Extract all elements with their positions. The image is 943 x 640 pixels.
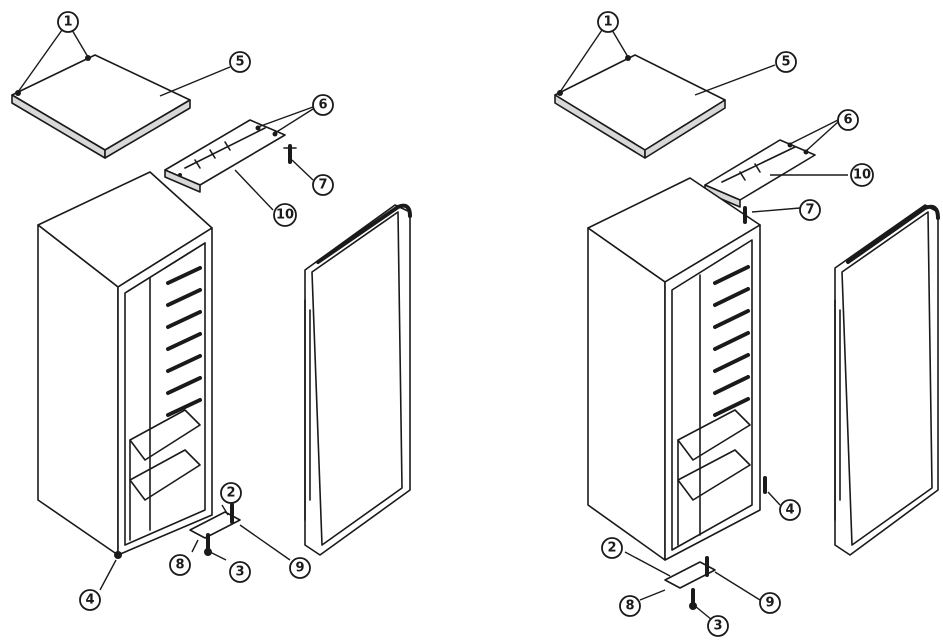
callout-9: 9 bbox=[289, 557, 311, 579]
callout-4: 4 bbox=[79, 589, 101, 611]
callout-3: 3 bbox=[707, 615, 729, 637]
right-assembly: 1 5 6 10 7 4 2 8 bbox=[554, 11, 940, 637]
callout-1: 1 bbox=[57, 11, 79, 33]
callout-1: 1 bbox=[597, 11, 619, 33]
bottom-hinge-right bbox=[664, 556, 716, 610]
callout-10: 10 bbox=[273, 203, 297, 227]
cabinet-right bbox=[587, 177, 767, 561]
callout-5: 5 bbox=[775, 51, 797, 73]
hinge-cover-right bbox=[704, 139, 816, 208]
callout-label: 7 bbox=[805, 203, 814, 218]
callout-label: 1 bbox=[63, 15, 72, 30]
callout-label: 9 bbox=[765, 596, 774, 611]
callout-5: 5 bbox=[229, 51, 251, 73]
callout-label: 2 bbox=[607, 541, 616, 556]
callout-2: 2 bbox=[601, 537, 623, 559]
callout-9: 9 bbox=[759, 592, 781, 614]
callout-6: 6 bbox=[312, 94, 334, 116]
callout-8: 8 bbox=[169, 554, 191, 576]
callout-7: 7 bbox=[799, 199, 821, 221]
hinge-cover-left bbox=[164, 119, 286, 193]
callout-label: 6 bbox=[318, 98, 327, 113]
callout-7: 7 bbox=[312, 174, 334, 196]
callout-label: 6 bbox=[843, 113, 852, 128]
callout-label: 8 bbox=[175, 558, 184, 573]
callout-label: 2 bbox=[226, 486, 235, 501]
callout-label: 10 bbox=[853, 168, 871, 183]
callout-label: 3 bbox=[713, 619, 722, 634]
callout-label: 8 bbox=[625, 599, 634, 614]
callout-label: 5 bbox=[235, 55, 244, 70]
callout-10: 10 bbox=[850, 163, 874, 187]
left-assembly: 1 5 6 7 10 2 8 3 bbox=[11, 11, 412, 611]
leaders-right bbox=[559, 29, 848, 621]
screw-left bbox=[283, 144, 297, 164]
callout-label: 7 bbox=[318, 178, 327, 193]
bottom-hinge-left bbox=[189, 503, 241, 556]
callout-label: 5 bbox=[781, 55, 790, 70]
callout-8: 8 bbox=[619, 595, 641, 617]
top-cover-right bbox=[554, 54, 726, 159]
callout-label: 10 bbox=[276, 208, 294, 223]
callout-3: 3 bbox=[229, 561, 251, 583]
door-right bbox=[834, 204, 940, 556]
callout-2: 2 bbox=[220, 482, 242, 504]
callout-label: 4 bbox=[85, 593, 94, 608]
callout-6: 6 bbox=[837, 109, 859, 131]
callout-label: 3 bbox=[235, 565, 244, 580]
callout-label: 4 bbox=[785, 503, 794, 518]
callout-4: 4 bbox=[779, 499, 801, 521]
leaders-left bbox=[17, 29, 314, 591]
door-left bbox=[304, 203, 412, 556]
cabinet-left bbox=[37, 171, 213, 559]
callout-label: 9 bbox=[295, 561, 304, 576]
top-cover-left bbox=[11, 54, 191, 159]
callout-label: 1 bbox=[603, 15, 612, 30]
